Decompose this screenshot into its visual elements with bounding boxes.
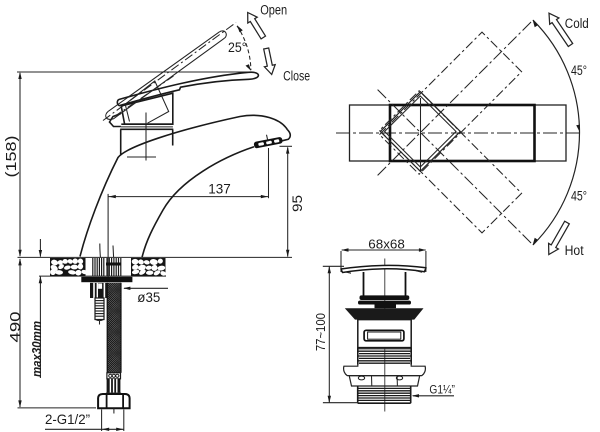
svg-text:max30mm: max30mm: [29, 321, 44, 377]
svg-text:Open: Open: [260, 2, 287, 17]
svg-text:(158): (158): [3, 136, 20, 178]
svg-text:490: 490: [7, 312, 24, 343]
svg-text:45°: 45°: [571, 62, 587, 78]
svg-text:G1¼”: G1¼”: [429, 385, 455, 397]
svg-text:25°: 25°: [228, 39, 247, 55]
svg-text:Close: Close: [283, 69, 310, 84]
svg-text:77~100: 77~100: [314, 313, 328, 351]
svg-text:ø35: ø35: [137, 289, 160, 305]
svg-text:Cold: Cold: [565, 16, 589, 31]
svg-text:Hot: Hot: [565, 243, 584, 258]
svg-text:68x68: 68x68: [368, 238, 405, 252]
svg-text:45°: 45°: [571, 188, 587, 204]
svg-text:95: 95: [289, 195, 305, 212]
svg-text:137: 137: [208, 181, 231, 197]
svg-text:2-G1/2”: 2-G1/2”: [45, 411, 90, 427]
